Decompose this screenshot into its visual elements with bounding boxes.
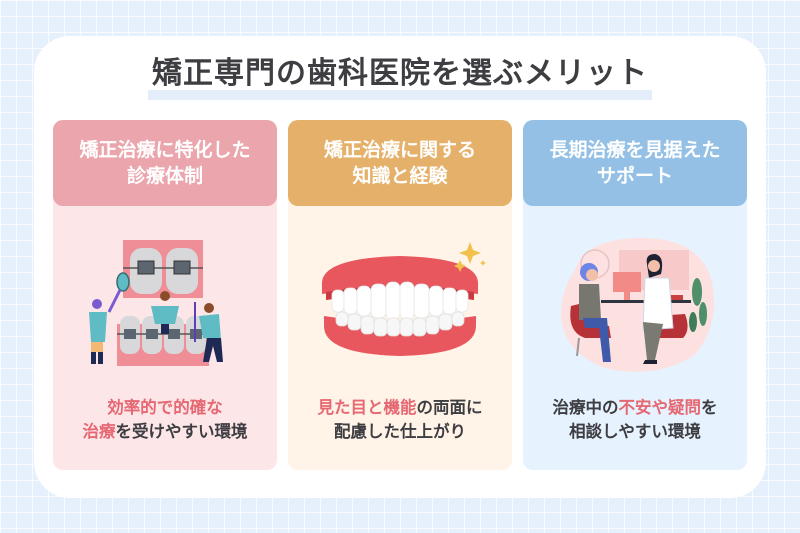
highlight-text: 効率的で的確な bbox=[107, 398, 223, 417]
infographic-panel: 矯正専門の歯科医院を選ぶメリット 矯正治療に特化した 診療体制 bbox=[34, 36, 766, 498]
card-heading-line1: 矯正治療に関する bbox=[323, 139, 476, 161]
body-text: 相談しやすい環境 bbox=[569, 422, 701, 441]
card-heading-line2: サポート bbox=[596, 165, 673, 187]
card-description: 効率的で的確な 治療を受けやすい環境 bbox=[53, 396, 277, 444]
braces-teeth-illustration-icon bbox=[75, 230, 255, 380]
card-heading-line2: 診療体制 bbox=[126, 165, 203, 187]
card-heading: 長期治療を見据えた サポート bbox=[523, 120, 747, 206]
merit-card-long-term-support: 長期治療を見据えた サポート bbox=[523, 120, 747, 470]
body-text: を bbox=[701, 398, 718, 417]
consultation-illustration-icon bbox=[545, 230, 725, 380]
merit-card-knowledge-experience: 矯正治療に関する 知識と経験 bbox=[288, 120, 512, 470]
highlight-text: 治療 bbox=[82, 422, 116, 441]
highlight-text: 見た目と機能 bbox=[317, 398, 417, 417]
merit-card-specialized-system: 矯正治療に特化した 診療体制 bbox=[53, 120, 277, 470]
card-heading-line2: 知識と経験 bbox=[352, 165, 448, 187]
title-area: 矯正専門の歯科医院を選ぶメリット bbox=[34, 54, 766, 100]
card-heading: 矯正治療に関する 知識と経験 bbox=[288, 120, 512, 206]
card-description: 見た目と機能の両面に 配慮した仕上がり bbox=[288, 396, 512, 444]
card-heading: 矯正治療に特化した 診療体制 bbox=[53, 120, 277, 206]
body-text: の両面に bbox=[416, 398, 483, 417]
card-heading-line1: 長期治療を見据えた bbox=[549, 139, 721, 161]
denture-teeth-illustration-icon bbox=[310, 230, 490, 380]
card-description: 治療中の不安や疑問を 相談しやすい環境 bbox=[523, 396, 747, 444]
body-text: を受けやすい環境 bbox=[115, 422, 248, 441]
card-heading-line1: 矯正治療に特化した bbox=[79, 139, 251, 161]
page-title: 矯正専門の歯科医院を選ぶメリット bbox=[148, 54, 652, 100]
body-text: 配慮した仕上がり bbox=[334, 422, 466, 441]
body-text: 治療中の bbox=[552, 398, 619, 417]
highlight-text: 不安や疑問 bbox=[618, 398, 702, 417]
